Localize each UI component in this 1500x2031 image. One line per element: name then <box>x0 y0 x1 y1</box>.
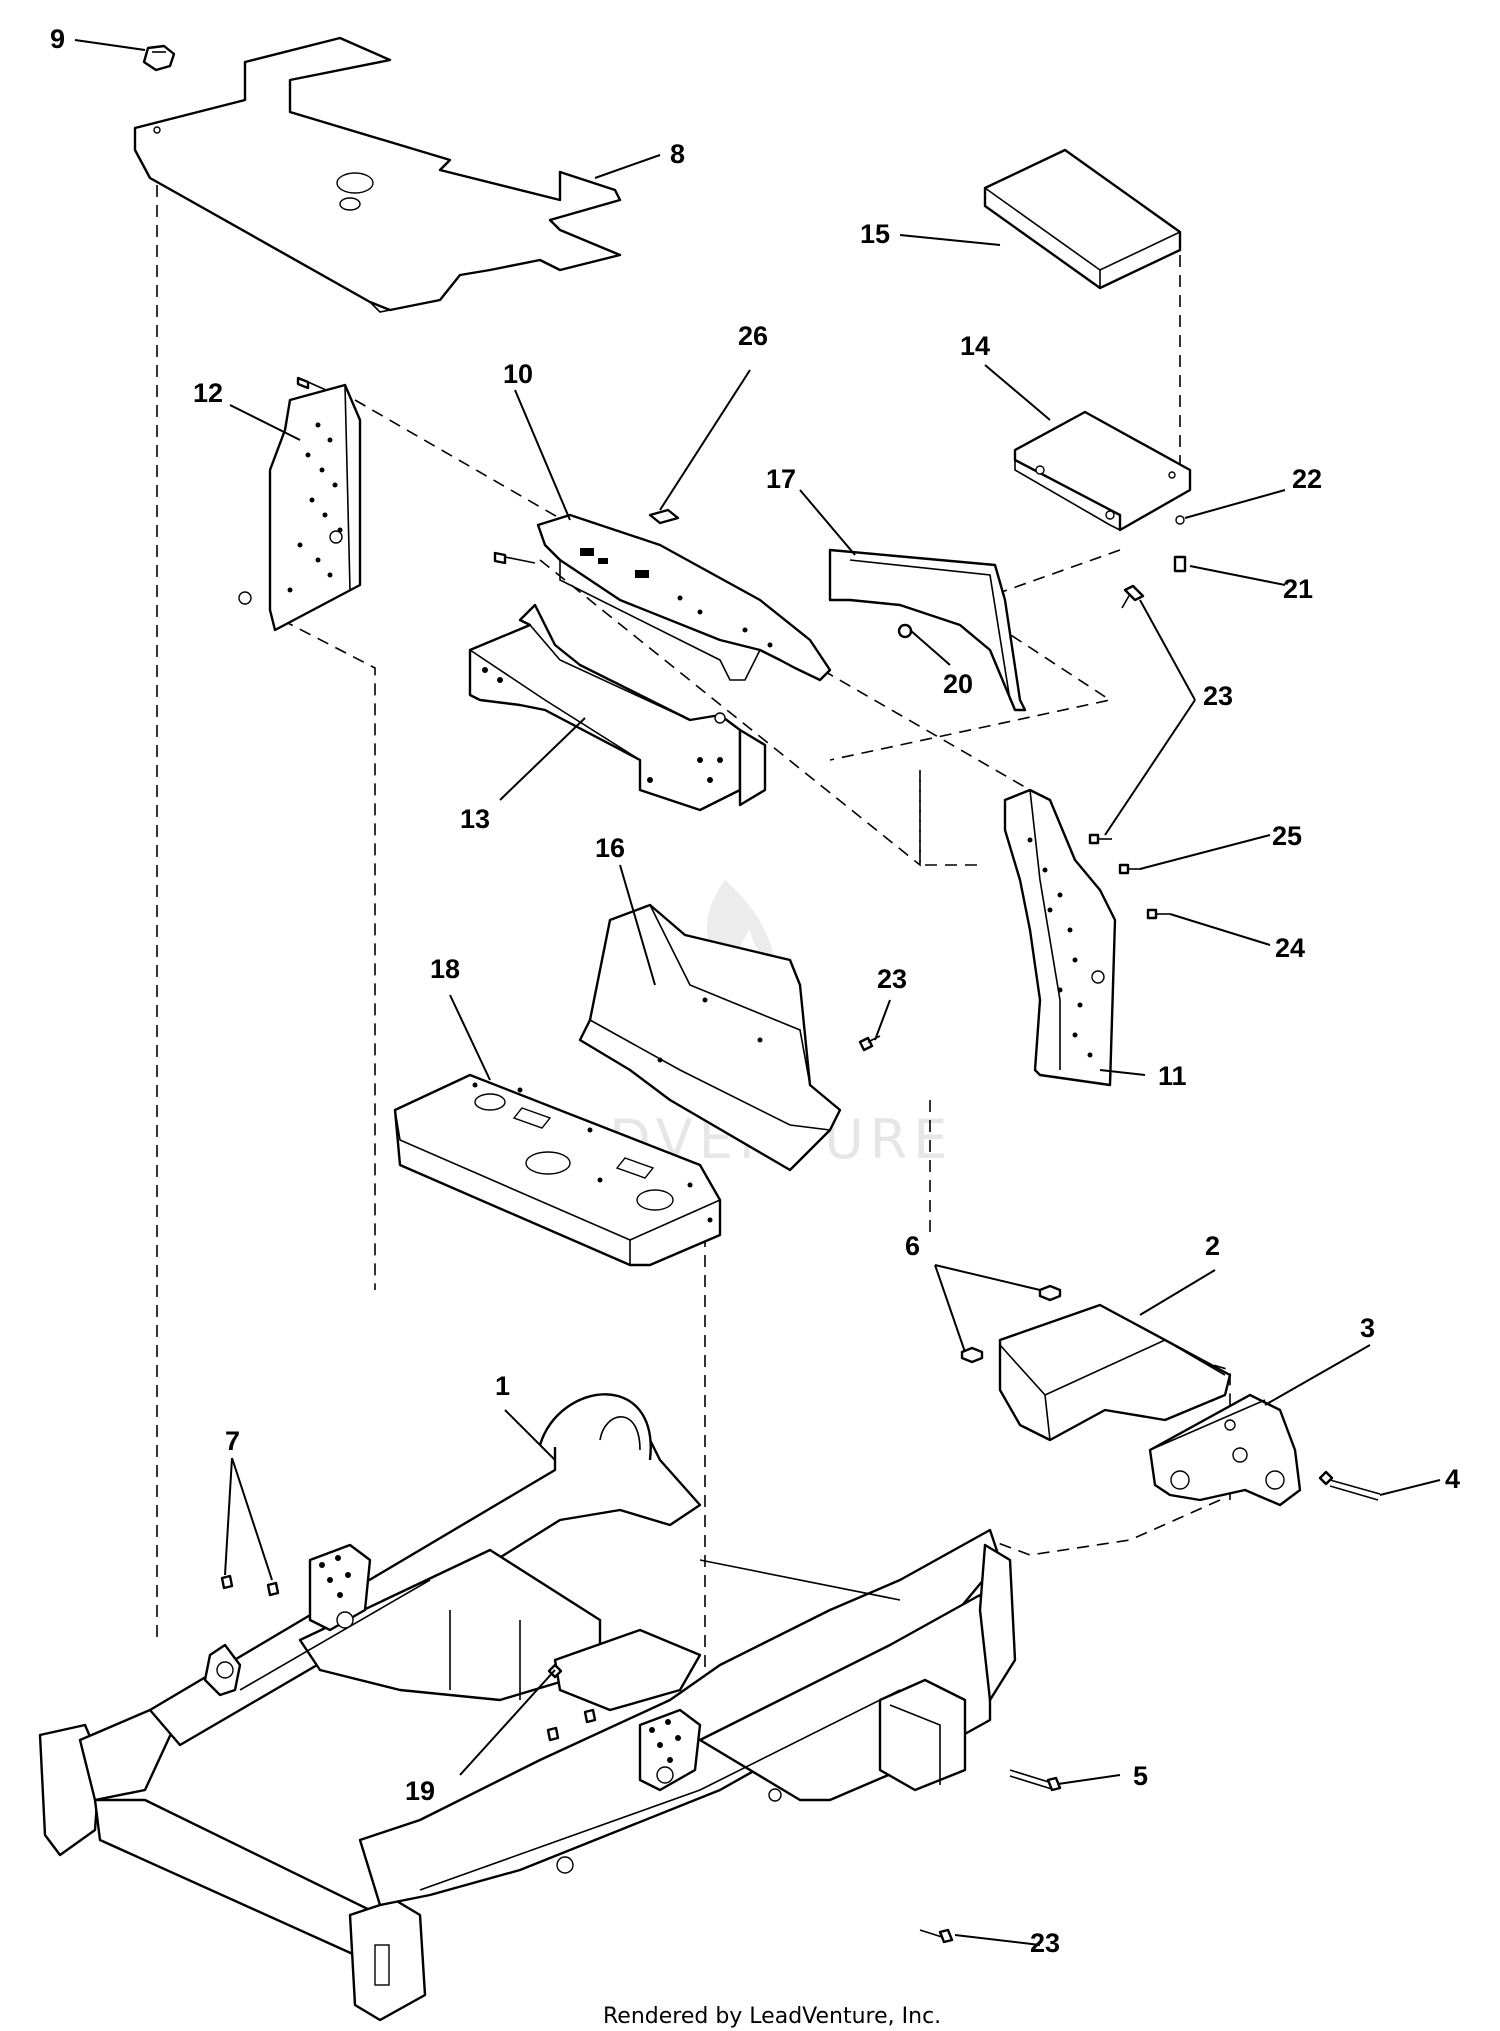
callout-21: 21 <box>1283 574 1313 604</box>
part-21-screw <box>1173 555 1187 573</box>
callout-23-upper: 23 <box>1203 681 1233 711</box>
part-24-bolt <box>1146 908 1170 920</box>
callout-17: 17 <box>766 464 796 494</box>
part-22-washer <box>1175 515 1185 525</box>
callout-8: 8 <box>670 139 685 169</box>
part-2-cover <box>998 1303 1232 1442</box>
part-13-bracket <box>468 603 767 812</box>
callout-1: 1 <box>495 1371 510 1401</box>
part-9-knob <box>142 44 176 72</box>
callout-18: 18 <box>430 954 460 984</box>
callout-20: 20 <box>943 669 973 699</box>
part-8-floor-pan <box>133 36 622 313</box>
callout-15: 15 <box>860 219 890 249</box>
part-14-bracket <box>1013 410 1192 532</box>
part-16-plate <box>578 903 842 1172</box>
callout-6: 6 <box>905 1231 920 1261</box>
part-23-bolt-lower <box>919 1928 954 1944</box>
callout-19: 19 <box>405 1776 435 1806</box>
part-1-frame <box>38 1393 1017 2022</box>
part-7-fitting-b <box>266 1581 280 1597</box>
callout-25: 25 <box>1272 821 1302 851</box>
part-23-bolt-mid <box>1088 833 1112 845</box>
footer-credit: Rendered by LeadVenture, Inc. <box>603 2004 941 2029</box>
callout-23-plate: 23 <box>877 964 907 994</box>
part-6-nut-a <box>1038 1284 1062 1302</box>
part-23-bolt-plate <box>858 1035 881 1052</box>
callout-9: 9 <box>50 24 65 54</box>
callout-24: 24 <box>1275 933 1305 963</box>
callout-26: 26 <box>738 321 768 351</box>
callout-5: 5 <box>1133 1761 1148 1791</box>
part-23-bolt-upper <box>1121 584 1145 609</box>
callout-22: 22 <box>1292 464 1322 494</box>
callout-3: 3 <box>1360 1313 1375 1343</box>
part-12-left-plate <box>238 376 362 632</box>
part-26-clip <box>648 508 680 525</box>
callout-13: 13 <box>460 804 490 834</box>
leader-lines <box>74 39 1441 1946</box>
callout-23-lower: 23 <box>1030 1928 1060 1958</box>
callout-11: 11 <box>1158 1061 1187 1091</box>
callout-12: 12 <box>193 378 223 408</box>
callout-7: 7 <box>225 1426 240 1456</box>
part-11-right-plate <box>1003 788 1117 1087</box>
part-5-bolt <box>1009 1769 1062 1792</box>
frame-fittings <box>546 1708 597 1742</box>
part-25-bolt <box>1118 863 1142 875</box>
callout-4: 4 <box>1445 1464 1460 1494</box>
callout-2: 2 <box>1205 1231 1220 1261</box>
part-7-fitting-a <box>220 1574 234 1590</box>
part-10-channel <box>493 513 832 682</box>
part-4-bolt <box>1318 1470 1381 1501</box>
part-17-guard <box>828 548 1027 712</box>
part-6-nut-b <box>960 1346 984 1364</box>
callouts: 9 8 15 14 26 10 12 17 22 21 20 23 13 25 … <box>50 24 1460 1958</box>
callout-14: 14 <box>960 331 990 361</box>
callout-10: 10 <box>503 359 533 389</box>
callout-16: 16 <box>595 833 625 863</box>
part-3-bracket <box>1148 1393 1302 1507</box>
part-15-pad <box>983 148 1182 290</box>
part-18-tray <box>393 1073 722 1267</box>
